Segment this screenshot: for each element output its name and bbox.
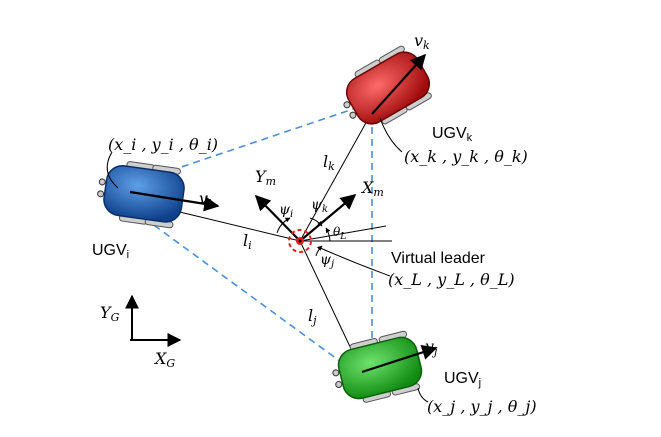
global-frame [125, 294, 182, 347]
ugv-j-velocity-arrow [361, 344, 438, 374]
ugv-j-pose: (x_j , y_j , θ_j) [427, 397, 537, 416]
li-label: li [243, 231, 252, 252]
xm-label: Xm [360, 178, 384, 199]
psi-i-arc [276, 217, 291, 234]
global-x-label: XG [153, 349, 175, 370]
virtual-leader-marker [288, 229, 312, 253]
ugv-j-robot [332, 330, 423, 403]
lj-label: lj [308, 306, 317, 327]
ugv-i-velocity-arrow [129, 190, 220, 212]
line-lk [299, 111, 373, 242]
psi-j-arc [315, 245, 323, 257]
xm-axis [299, 194, 357, 242]
virtual-leader-label: Virtual leader [391, 250, 486, 267]
formation-line-ij [124, 203, 353, 371]
leader-pose-leader-line [317, 246, 391, 277]
virtual-leader-pose: (x_L , y_L , θ_L) [388, 270, 515, 289]
theta-l-label: θL [333, 225, 346, 242]
ugv-k-name: UGVk [432, 125, 473, 144]
ugv-k-pose-leader [379, 117, 403, 153]
ugv-k-velocity-arrow [371, 53, 427, 115]
ugv-i-velocity-label: vi [199, 189, 212, 210]
ugv-i-name: UGVi [92, 242, 129, 261]
ugv-j-pose-leader [417, 387, 429, 403]
global-y-label: YG [100, 303, 120, 324]
ugv-i-pose: (x_i , y_i , θ_i) [108, 135, 218, 154]
ugv-k-robot [343, 45, 432, 125]
theta-l-arc [325, 227, 331, 242]
ugv-k-pose: (x_k , y_k , θ_k) [404, 147, 528, 166]
ugv-j-name: UGVj [444, 370, 481, 389]
psi-k-label: ψk [311, 197, 328, 215]
leader-label-leader-line [299, 225, 387, 242]
ugv-i-pose-leader [106, 151, 119, 189]
ugv-j-velocity-label: vj [425, 337, 438, 358]
ym-label: Ym [255, 167, 276, 188]
ym-axis [254, 194, 301, 242]
angle-arcs [276, 217, 331, 257]
psi-i-label: ψi [279, 202, 293, 220]
ugv-k-velocity-label: vk [414, 31, 430, 52]
pose-leader-lines [106, 117, 429, 403]
ugv-j-body [337, 336, 423, 400]
psi-j-label: ψj [320, 252, 334, 270]
psi-k-arc [309, 217, 323, 227]
lk-label: lk [323, 152, 335, 173]
